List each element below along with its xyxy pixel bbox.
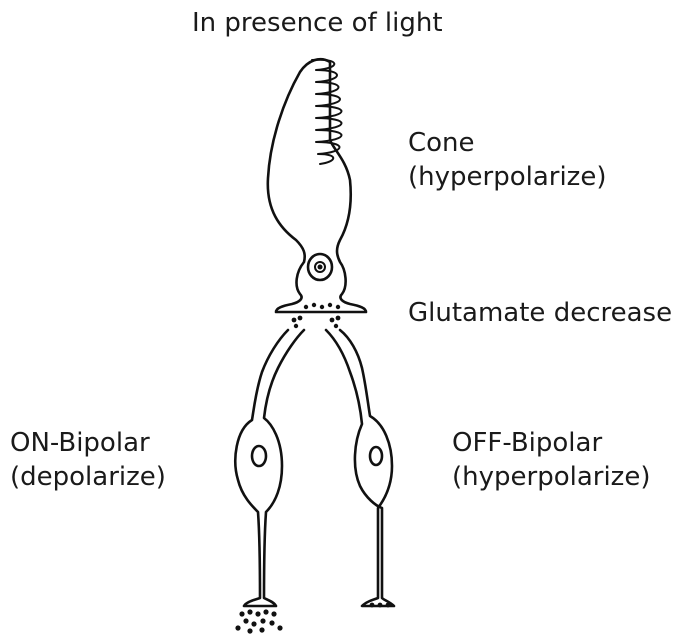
cone-outer-segment [268, 59, 366, 312]
terminal-dot [263, 609, 268, 614]
synapse-dot [336, 316, 341, 321]
terminal-dot [370, 603, 375, 608]
terminal-dot [239, 611, 244, 616]
terminal-dot [386, 603, 391, 608]
on-bipolar-terminal-dots [235, 609, 282, 633]
off-bipolar-outline [326, 330, 394, 606]
cone-nucleolus-dot [318, 265, 323, 270]
terminal-dot [247, 628, 252, 633]
vesicle [320, 305, 324, 309]
terminal-dot [251, 621, 256, 626]
vesicle [312, 303, 316, 307]
synapse-dot [330, 318, 335, 323]
terminal-dot [235, 625, 240, 630]
synapse-dot [292, 318, 297, 323]
synapse-dot [294, 324, 298, 328]
synapse-dots [292, 316, 341, 329]
terminal-dot [243, 618, 248, 623]
on-bipolar-nucleus [252, 446, 266, 466]
terminal-dot [259, 627, 264, 632]
off-bipolar-nucleus [370, 447, 382, 465]
synapse-dot [298, 316, 303, 321]
off-bipolar-terminal [370, 603, 391, 608]
synapse-dot [334, 324, 338, 328]
vesicle [328, 303, 332, 307]
terminal-dot [378, 603, 383, 608]
terminal-dot [247, 609, 252, 614]
vesicle [336, 305, 340, 309]
terminal-dot [255, 611, 260, 616]
terminal-dot [271, 611, 276, 616]
terminal-dot [260, 618, 265, 623]
cone-cell [268, 59, 366, 312]
off-bipolar-cell [326, 330, 394, 607]
vesicle [304, 305, 308, 309]
terminal-dot [269, 620, 274, 625]
terminal-dot [277, 625, 282, 630]
cone-disc-folds [312, 60, 342, 164]
on-bipolar-cell [235, 330, 304, 634]
on-bipolar-outline [235, 330, 304, 606]
